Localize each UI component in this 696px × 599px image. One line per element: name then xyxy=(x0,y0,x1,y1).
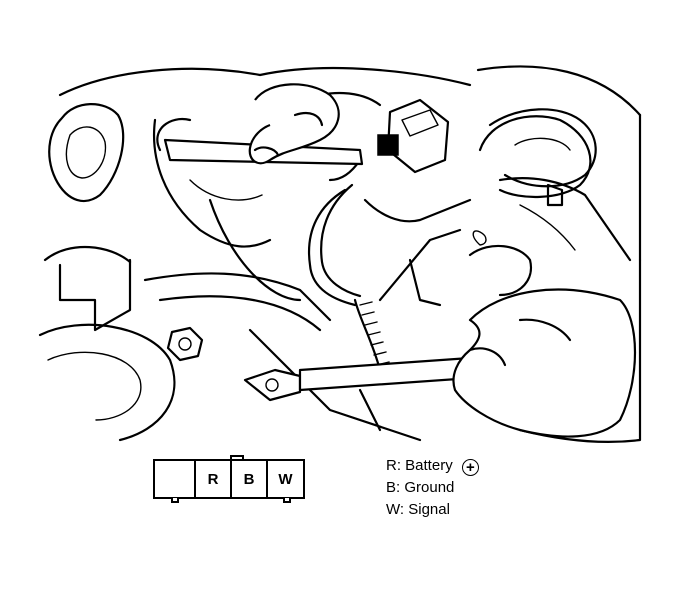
connector-terminal-r: R xyxy=(194,459,232,499)
legend-row-ground: B: Ground xyxy=(386,477,479,499)
harness-wire xyxy=(307,183,390,372)
engine-components xyxy=(38,65,642,444)
connector-foot-left xyxy=(171,498,179,503)
loop-wire xyxy=(478,115,592,198)
mounting-bolt xyxy=(166,326,204,362)
connector-foot-right xyxy=(283,498,291,503)
legend-label-signal: Signal xyxy=(408,501,450,518)
legend-row-signal: W: Signal xyxy=(386,499,479,521)
sensor-connector xyxy=(328,98,450,182)
plus-circle-icon: + xyxy=(461,459,479,476)
legend-code-r: R: xyxy=(386,457,401,474)
terminal-legend: R: Battery + B: Ground W: Signal xyxy=(386,455,479,521)
connector-latch xyxy=(230,455,244,461)
connector-terminal-b: B xyxy=(230,459,268,499)
upper-hand-with-probe xyxy=(156,83,364,166)
connector-terminal-w: W xyxy=(266,459,305,499)
legend-label-ground: Ground xyxy=(404,479,455,496)
legend-code-w: W: xyxy=(386,501,405,518)
lower-hand-with-probe xyxy=(243,288,637,438)
legend-label-battery: Battery xyxy=(405,457,453,474)
legend-row-battery: R: Battery + xyxy=(386,455,479,477)
connector-terminal-empty xyxy=(153,459,196,499)
connector-terminal-diagram: R B W xyxy=(153,455,305,508)
legend-code-b: B: xyxy=(386,479,401,496)
